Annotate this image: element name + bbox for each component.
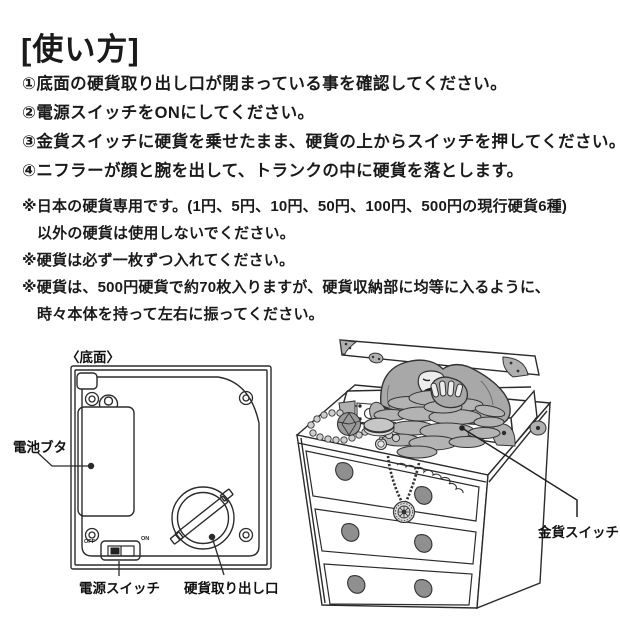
page-title: [使い方]	[21, 32, 140, 67]
trunk-illustration	[295, 339, 578, 610]
power-switch-label: 電源スイッチ	[79, 581, 160, 596]
compact-mirror	[363, 417, 395, 437]
jewelry	[307, 409, 401, 451]
power-switch-graphic: OFF ON	[84, 536, 149, 561]
battery-cover-graphic	[77, 394, 135, 517]
bottom-view-caption: 〈底面〉	[66, 350, 120, 365]
outer-case	[70, 365, 272, 570]
switch-on-text: ON	[141, 536, 149, 542]
note-3: ※硬貨は、500円硬貨で約70枚入りますが、硬貨収納部に均等に入るように、	[22, 279, 550, 296]
drawer-handles	[335, 462, 433, 598]
note-2: ※硬貨は必ず一枚ずつ入れてください。	[22, 252, 295, 269]
coin-switch-label: 金貨スイッチ	[538, 525, 619, 540]
step-3: ③金貨スイッチに硬貨を乗せたまま、硬貨の上からスイッチを押してください。	[22, 133, 620, 151]
coin-switch-pointer	[459, 425, 578, 517]
note-1-cont: 以外の硬貨は使用しないでください。	[37, 225, 295, 242]
bottom-view-diagram: OFF ON	[37, 365, 272, 576]
note-3-cont: 時々本体を持って左右に振ってください。	[37, 306, 324, 323]
pocket-watch	[374, 436, 388, 451]
screw-holes	[84, 390, 254, 543]
trunk-lid	[339, 339, 540, 378]
necklace-pendant	[386, 455, 464, 524]
gem-brooch	[336, 411, 362, 437]
battery-cover-label: 電池ブタ	[13, 440, 67, 455]
niffler-paw	[430, 376, 469, 409]
switch-off-text: OFF	[84, 539, 96, 545]
step-4: ④ニフラーが顔と腕を出して、トランクの中に硬貨を落とします。	[22, 162, 524, 180]
step-1: ①底面の硬貨取り出し口が閉まっている事を確認してください。	[22, 75, 508, 93]
note-1: ※日本の硬貨専用です。(1円、5円、10円、50円、100円、500円の現行硬貨…	[22, 198, 568, 215]
step-2: ②電源スイッチをONにしてください。	[22, 104, 315, 122]
coin-outlet-graphic	[169, 486, 235, 550]
coin-outlet-label: 硬貨取り出し口	[184, 581, 279, 596]
pointer-lines	[37, 452, 225, 576]
